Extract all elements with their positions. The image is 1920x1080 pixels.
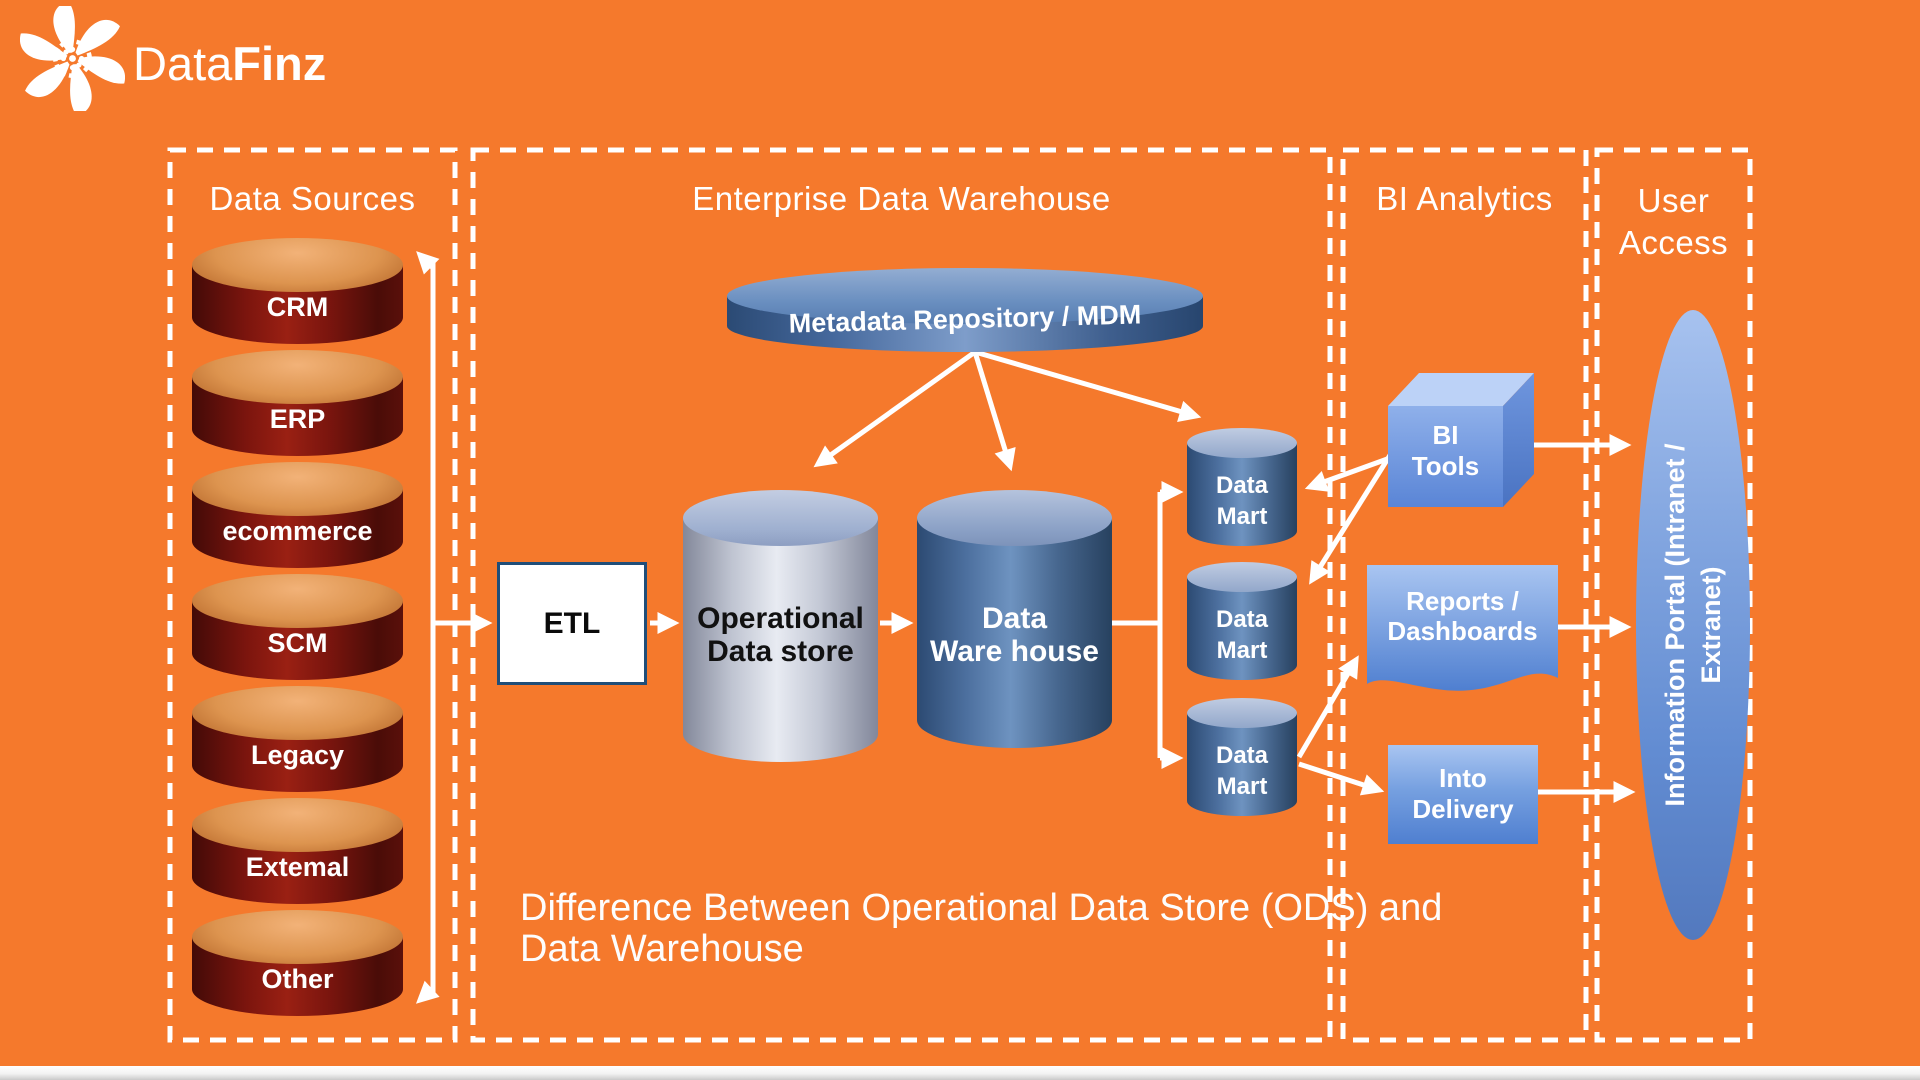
bottom-strip	[0, 1066, 1920, 1080]
ods-label: Operational Data store	[697, 602, 864, 668]
source-cylinder-label: Other	[261, 964, 334, 994]
source-cylinder-crm: CRM	[192, 238, 403, 344]
etl-label: ETL	[543, 606, 601, 640]
into-delivery-box	[1388, 745, 1538, 844]
mart3-to-delivery-arrow	[1298, 761, 1385, 796]
source-cylinder-erp: ERP	[192, 350, 403, 456]
dwh-cylinder: Data Ware house	[917, 490, 1112, 748]
etl-box: ETL	[497, 562, 647, 685]
source-cylinder-extemal: Extemal	[192, 798, 403, 904]
source-cylinder-label: SCM	[267, 628, 328, 658]
dwh-to-marts-bracket	[1112, 492, 1163, 758]
data-mart-3: Data Mart	[1187, 698, 1297, 816]
bitools-to-mart2-arrow	[1309, 450, 1395, 585]
ods-cylinder: Operational Data store	[683, 490, 878, 762]
collector-bottom-arrow	[415, 980, 440, 1004]
header-bi-analytics: BI Analytics	[1376, 180, 1553, 217]
bi-tools-label: BI Tools	[1411, 420, 1480, 481]
brand-name-light: Data	[133, 37, 233, 90]
header-edw: Enterprise Data Warehouse	[692, 180, 1111, 217]
user-access-box	[1594, 147, 1753, 1043]
brand-name-bold: Finz	[232, 37, 327, 90]
caption-line2: Data Warehouse	[520, 928, 804, 970]
bi-analytics-box	[1340, 147, 1589, 1043]
edw-box	[470, 147, 1333, 1043]
source-cylinder-label: Extemal	[245, 852, 350, 882]
source-cylinder-label: Legacy	[250, 740, 345, 770]
metadata-repository-disk: Metadata Repository / MDM	[727, 268, 1203, 352]
dwh-label: Data Ware house	[930, 602, 1099, 668]
information-portal-label: Information Portal (Intranet / Extranet)	[1660, 443, 1726, 807]
collector-top-arrow	[416, 251, 440, 275]
source-cylinder-scm: SCM	[192, 574, 403, 680]
source-cylinder-other: Other	[192, 910, 403, 1016]
data-sources-box	[167, 147, 458, 1043]
source-cylinder-label: CRM	[266, 292, 329, 322]
data-mart-1: Data Mart	[1187, 428, 1297, 546]
information-portal-ellipse: Information Portal (Intranet / Extranet)	[1636, 310, 1750, 940]
reports-dashboards-label: Reports / Dashboards	[1387, 586, 1538, 646]
metadata-to-ods-arrow	[813, 349, 977, 468]
source-cylinder-ecommerce: ecommerce	[192, 462, 403, 568]
bitools-to-mart1-arrow	[1304, 455, 1391, 492]
bi-tools-cube	[1388, 373, 1534, 507]
source-cylinder-label: ecommerce	[222, 516, 373, 546]
diagram-caption: Difference Between Operational Data Stor…	[520, 888, 1442, 970]
metadata-to-mart1-arrow	[974, 349, 1202, 422]
data-mart-2: Data Mart	[1187, 562, 1297, 680]
mart3-to-reports-arrow	[1296, 655, 1359, 759]
header-data-sources: Data Sources	[209, 180, 416, 217]
source-cylinder-legacy: Legacy	[192, 686, 403, 792]
source-cylinder-label: ERP	[269, 404, 326, 434]
reports-dashboards-shape	[1367, 565, 1558, 691]
header-user-access-line1: User	[1637, 182, 1710, 219]
metadata-to-dwh-arrow	[972, 351, 1016, 472]
into-delivery-label: Into Delivery	[1412, 763, 1514, 824]
brand-logo: DataFinz	[133, 36, 326, 91]
pinwheel-icon	[20, 6, 125, 111]
header-user-access-line2: Access	[1618, 224, 1729, 261]
header-user-access: User Access	[1597, 180, 1750, 264]
caption-line1: Difference Between Operational Data Stor…	[520, 887, 1443, 929]
